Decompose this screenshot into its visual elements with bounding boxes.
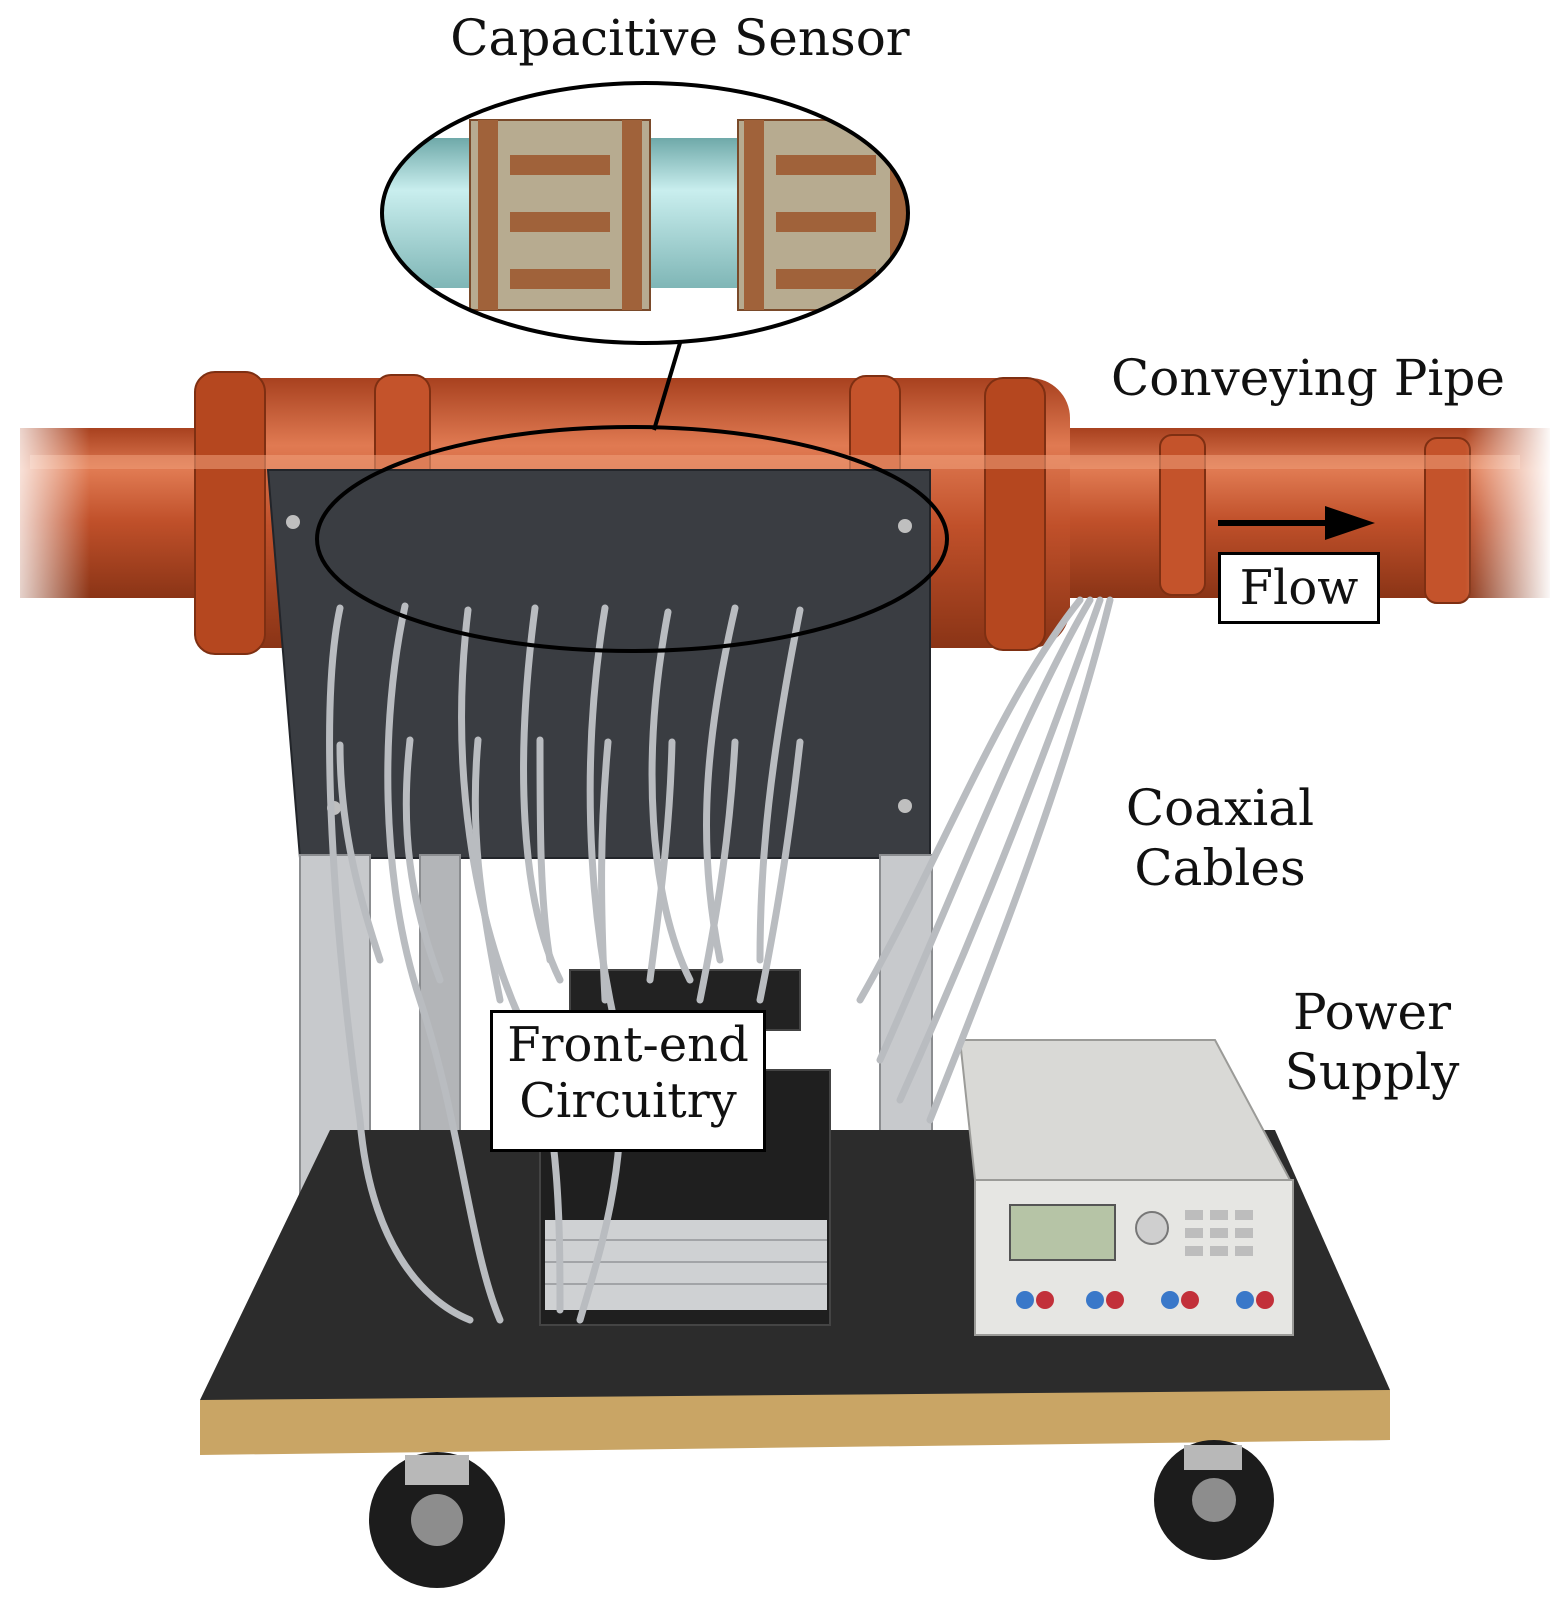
label-power-supply: Power Supply xyxy=(1272,982,1472,1102)
flow-arrow xyxy=(1218,506,1375,540)
capacitive-sensor-inset xyxy=(380,81,910,345)
label-front-end-line2: Circuitry xyxy=(519,1073,737,1129)
label-power-supply-line2: Supply xyxy=(1284,1043,1460,1101)
label-capacitive-sensor: Capacitive Sensor xyxy=(450,9,910,67)
coaxial-cables xyxy=(326,596,1114,1324)
label-front-end-circuitry: Front-end Circuitry xyxy=(490,1010,766,1152)
label-coaxial-cables: Coaxial Cables xyxy=(1110,778,1330,898)
power-supply-unit xyxy=(958,1039,1294,1336)
label-coaxial-cables-line2: Cables xyxy=(1134,839,1306,897)
label-conveying-pipe: Conveying Pipe xyxy=(1111,349,1505,407)
label-coaxial-cables-line1: Coaxial xyxy=(1125,779,1315,837)
label-flow: Flow xyxy=(1218,552,1380,624)
label-power-supply-line1: Power xyxy=(1292,983,1451,1041)
sensor-highlight-ellipse xyxy=(315,425,949,653)
label-front-end-line1: Front-end xyxy=(507,1017,749,1073)
inset-connector-line xyxy=(652,342,682,431)
